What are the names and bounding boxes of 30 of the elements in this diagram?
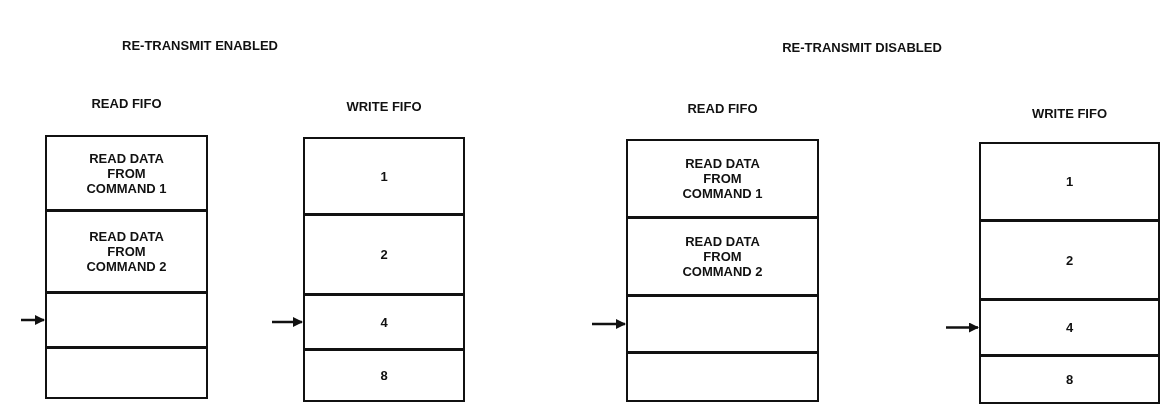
column-heading: READ FIFO	[90, 96, 163, 111]
empty-cell	[45, 347, 208, 399]
column-heading: READ FIFO	[686, 101, 759, 116]
fifo-cell: 4	[303, 294, 465, 350]
fifo-column	[303, 99, 465, 402]
pointer-arrow	[592, 319, 626, 329]
fifo-cell: 8	[303, 349, 465, 402]
column-heading: WRITE FIFO	[345, 99, 423, 114]
fifo-cell: 4	[979, 299, 1160, 356]
pointer-arrow	[946, 322, 979, 333]
empty-cell	[626, 352, 819, 402]
fifo-column	[626, 101, 819, 402]
fifo-cell: 8	[979, 355, 1160, 404]
fifo-cell: READ DATA FROM COMMAND 2	[626, 217, 819, 296]
fifo-cell: 2	[303, 214, 465, 295]
section-title: RE-TRANSMIT DISABLED	[782, 40, 942, 55]
column-heading: WRITE FIFO	[1030, 106, 1109, 121]
fifo-cell: 1	[979, 142, 1160, 221]
pointer-arrow	[272, 317, 303, 327]
empty-cell	[626, 295, 819, 353]
fifo-cell: READ DATA FROM COMMAND 2	[45, 210, 208, 293]
fifo-cell: 2	[979, 220, 1160, 300]
fifo-cell: READ DATA FROM COMMAND 1	[45, 135, 208, 211]
fifo-cell: 1	[303, 137, 465, 215]
fifo-column	[979, 106, 1160, 404]
section-title: RE-TRANSMIT ENABLED	[122, 38, 278, 53]
empty-cell	[45, 292, 208, 348]
fifo-column	[45, 96, 208, 399]
fifo-cell: READ DATA FROM COMMAND 1	[626, 139, 819, 218]
pointer-arrow	[21, 315, 45, 325]
